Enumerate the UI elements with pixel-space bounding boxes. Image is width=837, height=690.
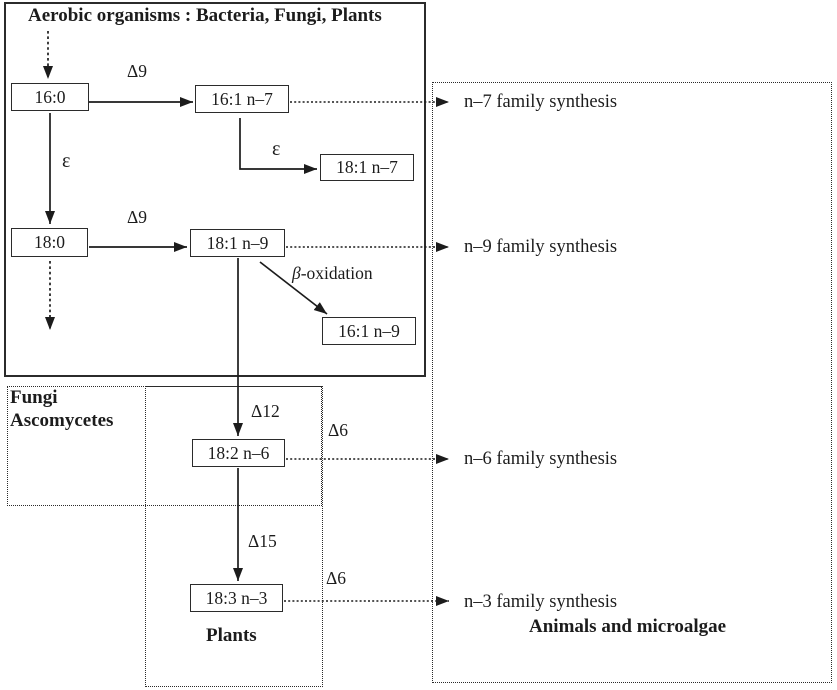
diagram-title: Aerobic organisms : Bacteria, Fungi, Pla… — [28, 5, 382, 26]
node-18-0: 18:0 — [11, 228, 88, 257]
enzyme-label-delta6-upper: Δ6 — [328, 420, 349, 440]
arrow-beta-oxidation — [259, 261, 328, 315]
output-n9-family: n–9 family synthesis — [464, 237, 618, 257]
region-label-ascomycetes: Ascomycetes — [10, 410, 114, 431]
node-18-3-n3: 18:3 n–3 — [190, 584, 283, 612]
aerobic-organisms-box — [4, 2, 426, 377]
node-18-1-n9: 18:1 n–9 — [190, 229, 285, 257]
arrow-16-1n7-to-18-1n7 — [239, 118, 317, 174]
enzyme-label-elongase-right: ε — [272, 138, 281, 160]
enzyme-label-beta-oxidation: β-oxidation — [292, 263, 373, 283]
node-18-2-n6: 18:2 n–6 — [192, 439, 285, 467]
plants-region — [145, 386, 323, 687]
region-label-plants: Plants — [206, 625, 257, 646]
enzyme-label-delta9-lower: Δ9 — [127, 207, 148, 227]
node-16-1-n7: 16:1 n–7 — [195, 85, 289, 113]
enzyme-label-delta9-upper: Δ9 — [127, 61, 148, 81]
enzyme-label-elongase-left: ε — [62, 150, 71, 172]
beta-symbol: β — [292, 263, 301, 283]
output-n6-family: n–6 family synthesis — [464, 449, 618, 469]
output-n3-family: n–3 family synthesis — [464, 592, 618, 612]
output-n7-family: n–7 family synthesis — [464, 92, 618, 112]
region-label-animals-microalgae: Animals and microalgae — [529, 616, 727, 637]
beta-oxidation-text: -oxidation — [300, 263, 373, 283]
node-16-0: 16:0 — [11, 83, 89, 111]
enzyme-label-delta6-lower: Δ6 — [326, 568, 347, 588]
node-16-1-n9: 16:1 n–9 — [322, 317, 416, 345]
region-label-fungi: Fungi — [10, 387, 58, 408]
family-synthesis-region — [432, 82, 832, 683]
node-18-1-n7: 18:1 n–7 — [320, 154, 414, 181]
enzyme-label-delta15: Δ15 — [248, 531, 277, 551]
enzyme-label-delta12: Δ12 — [251, 401, 280, 421]
